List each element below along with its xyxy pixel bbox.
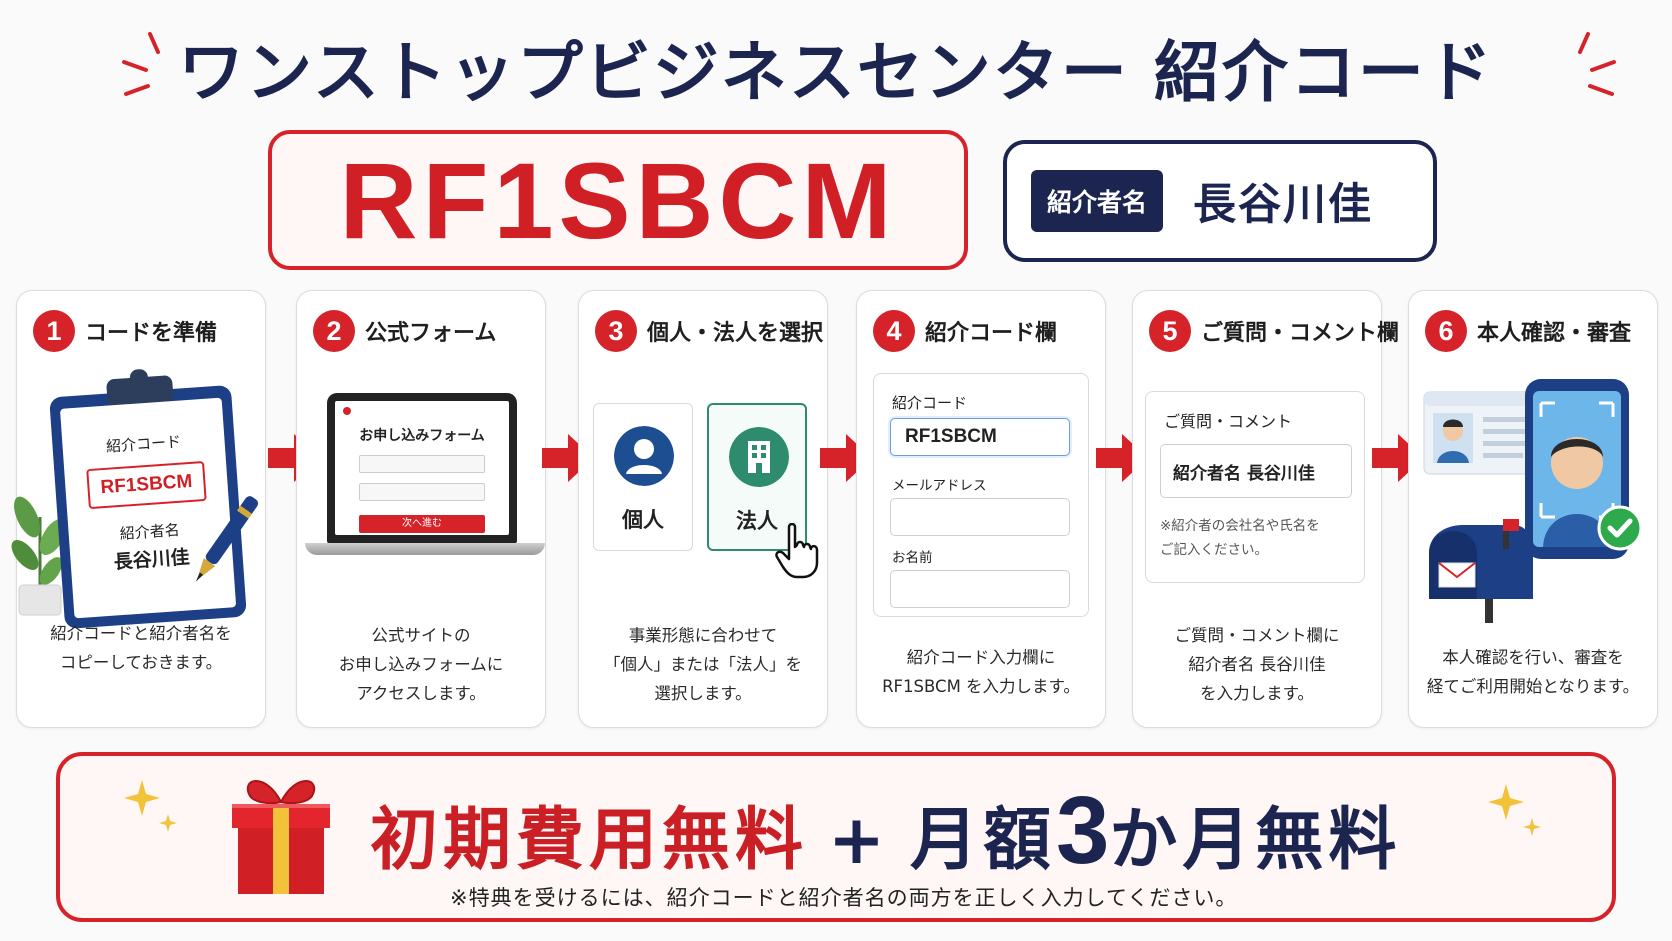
step-desc-line: 紹介者名 長谷川佳: [1188, 655, 1326, 674]
step-card-6: 6 本人確認・審査 本人確認を行い、審査を 経てご利用開始となりま: [1408, 290, 1658, 728]
benefit-months-number: 3: [1056, 777, 1110, 884]
benefit-banner: 初期費用無料+ 月額3か月無料 ※特典を受けるには、紹介コードと紹介者名の両方を正…: [56, 752, 1616, 922]
hand-pointer-icon: [775, 523, 819, 579]
step-desc-line: コピーしておきます。: [59, 653, 223, 672]
site-logo-icon: [343, 407, 351, 415]
step-number: 3: [595, 310, 637, 352]
page-title: ワンストップビジネスセンター 紹介コード: [178, 34, 1494, 111]
form-title: お申し込みフォーム: [359, 428, 485, 444]
step-card-2: 2 公式フォーム お申し込みフォーム 次へ進む 公式サイトの お申し込みフォーム…: [296, 290, 546, 728]
step-number: 2: [313, 310, 355, 352]
step-desc-line: 「個人」または「法人」を: [604, 655, 802, 674]
step-number: 4: [873, 310, 915, 352]
benefit-monthly-label: 月額: [910, 801, 1057, 880]
benefit-plus: +: [828, 801, 890, 880]
emphasis-lines-right-icon: [1578, 32, 1616, 96]
referrer-name-display: 紹介者名 長谷川佳: [1003, 140, 1437, 262]
comment-note-line: ご記入ください。: [1160, 542, 1268, 558]
check-icon: [1597, 505, 1643, 551]
benefit-initial-fee: 初期費用無料: [370, 801, 809, 880]
code-field-label: 紹介コード: [892, 394, 968, 412]
building-icon: [729, 427, 789, 487]
step-desc-line: ご質問・コメント欄に: [1174, 626, 1340, 645]
comment-field: 紹介者名 長谷川佳: [1160, 444, 1352, 498]
step-desc-line: お申し込みフォームに: [338, 655, 504, 674]
mailbox-icon: [1429, 519, 1533, 623]
benefit-headline: 初期費用無料+ 月額3か月無料: [370, 776, 1401, 886]
next-button: 次へ進む: [359, 515, 485, 533]
emphasis-lines-left-icon: [122, 32, 160, 96]
sparkle-icon: [1488, 784, 1541, 836]
option-corporate-label: 法人: [736, 509, 778, 533]
step-title: 公式フォーム: [365, 321, 497, 346]
step-desc-line: 経てご利用開始となります。: [1426, 677, 1640, 696]
option-individual: 個人: [593, 403, 693, 551]
step-card-4: 4 紹介コード欄 紹介コード RF1SBCM メールアドレス お名前 紹介コード…: [856, 290, 1106, 728]
step-desc-line: 公式サイトの: [371, 626, 471, 645]
name-field-label: お名前: [892, 550, 933, 566]
step-card-3: 3 個人・法人を選択 個人 法人 事業形態に合わせて 「個人」または「法人」を …: [578, 290, 828, 728]
benefit-note: ※特典を受けるには、紹介コードと紹介者名の両方を正しく入力してください。: [450, 886, 1238, 910]
referrer-label: 紹介者名: [1031, 170, 1164, 232]
step-card-1: 1 コードを準備 紹介コード RF1SBCM 紹介者名 長谷川佳 紹介コードと紹…: [11, 290, 266, 728]
comment-note-line: ※紹介者の会社名や氏名を: [1160, 518, 1320, 534]
name-field: [890, 570, 1070, 608]
step-desc-line: アクセスします。: [356, 684, 486, 703]
step-title: コードを準備: [85, 321, 218, 346]
step-desc-line: 紹介コードと紹介者名を: [50, 624, 232, 643]
email-field-label: メールアドレス: [892, 478, 987, 494]
form-field: [359, 483, 485, 501]
step-desc-line: 紹介コード入力欄に: [906, 648, 1056, 667]
comment-form-illustration: ご質問・コメント 紹介者名 長谷川佳 ※紹介者の会社名や氏名を ご記入ください。: [1145, 391, 1365, 583]
step-card-5: 5 ご質問・コメント欄 ご質問・コメント 紹介者名 長谷川佳 ※紹介者の会社名や…: [1132, 290, 1399, 728]
step-title: 紹介コード欄: [925, 321, 1058, 346]
pen-icon: [195, 496, 259, 582]
step-desc-line: 事業形態に合わせて: [628, 626, 778, 645]
referrer-name: 長谷川佳: [1193, 180, 1374, 230]
step-number: 5: [1149, 310, 1191, 352]
laptop-base: [305, 543, 545, 555]
signup-form-illustration: 紹介コード RF1SBCM メールアドレス お名前: [873, 373, 1089, 617]
step-desc-line: を入力します。: [1200, 684, 1314, 703]
option-individual-label: 個人: [622, 508, 664, 532]
step-desc-line: RF1SBCM を入力します。: [882, 677, 1080, 696]
step-desc-line: 選択します。: [654, 684, 752, 703]
step-number: 1: [33, 310, 75, 352]
comment-field-label: ご質問・コメント: [1164, 412, 1293, 431]
benefit-months-free: か月無料: [1109, 801, 1402, 880]
step-desc-line: 本人確認を行い、審査を: [1442, 648, 1624, 667]
code-field: RF1SBCM: [890, 418, 1070, 456]
referral-code-display: RF1SBCM: [268, 130, 968, 270]
step-title: 個人・法人を選択: [647, 321, 824, 346]
form-field: [359, 455, 485, 473]
id-card-icon: [1423, 391, 1553, 475]
step-title: ご質問・コメント欄: [1201, 321, 1400, 346]
email-field: [890, 498, 1070, 536]
clipboard-code-label: 紹介コード: [105, 432, 182, 456]
referral-code-text: RF1SBCM: [339, 139, 897, 261]
step-title: 本人確認・審査: [1477, 321, 1632, 346]
laptop-illustration: お申し込みフォーム 次へ進む: [327, 393, 517, 543]
gift-box-icon: [232, 780, 330, 894]
step-number: 6: [1425, 310, 1467, 352]
sparkle-icon: [124, 780, 177, 832]
person-icon: [614, 426, 674, 486]
